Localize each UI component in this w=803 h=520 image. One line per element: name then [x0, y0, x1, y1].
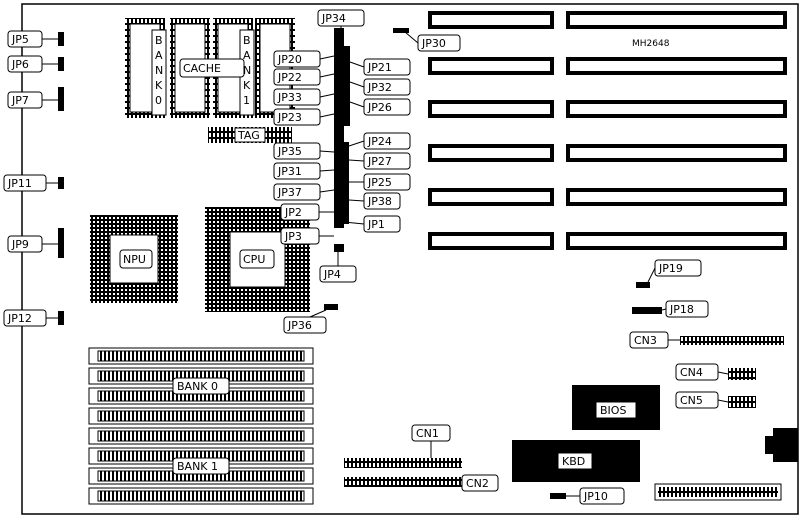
label-jp6: JP6 [11, 58, 29, 71]
label-jp37: JP37 [277, 186, 302, 199]
label-jp30: JP30 [421, 37, 446, 50]
isa-slots [428, 11, 787, 250]
label-jp25: JP25 [367, 176, 392, 189]
label-jp35: JP35 [277, 145, 302, 158]
cpu-label: CPU [243, 253, 265, 266]
leader-lines [42, 26, 729, 497]
label-cn4: CN4 [680, 366, 703, 379]
bios-label: BIOS [600, 404, 626, 417]
label-jp27: JP27 [367, 155, 392, 168]
label-cn2: CN2 [466, 477, 489, 490]
cache-bank1-letters: B A N K 1 [243, 34, 251, 107]
jumper-labels [3, 9, 719, 505]
svg-text:K: K [155, 79, 163, 92]
label-jp38: JP38 [367, 195, 392, 208]
svg-text:0: 0 [155, 94, 162, 107]
label-jp1: JP1 [367, 218, 385, 231]
simm-slots [88, 347, 314, 505]
label-jp11: JP11 [7, 177, 32, 190]
label-jp12: JP12 [7, 312, 32, 325]
label-jp32: JP32 [367, 81, 392, 94]
label-jp22: JP22 [277, 71, 302, 84]
label-jp18: JP18 [669, 303, 694, 316]
cache-bank0-box [151, 29, 167, 116]
svg-text:K: K [243, 79, 251, 92]
bank-1-label: BANK 1 [177, 460, 218, 473]
label-jp33: JP33 [277, 91, 302, 104]
label-jp7: JP7 [11, 94, 29, 107]
jumper-text: JP5 JP6 JP7 JP11 JP9 JP12 JP34 JP30 JP20… [7, 12, 703, 503]
label-jp4: JP4 [323, 268, 341, 281]
label-jp19: JP19 [658, 262, 683, 275]
connector-headers [344, 336, 798, 501]
board-model-label: MH2648 [632, 39, 670, 49]
jumper-blocks [58, 28, 662, 499]
label-jp2: JP2 [284, 206, 302, 219]
label-jp21: JP21 [367, 61, 392, 74]
tag-label: TAG [237, 129, 260, 142]
label-jp23: JP23 [277, 111, 302, 124]
svg-text:A: A [243, 49, 251, 62]
kbd-label: KBD [562, 455, 585, 468]
svg-text:B: B [155, 34, 163, 47]
label-cn5: CN5 [680, 394, 703, 407]
svg-text:A: A [155, 49, 163, 62]
label-cn3: CN3 [634, 334, 657, 347]
svg-text:1: 1 [243, 94, 250, 107]
bank-0-label: BANK 0 [177, 380, 218, 393]
label-jp3: JP3 [284, 230, 302, 243]
cache-label-box [179, 58, 245, 78]
label-jp26: JP26 [367, 101, 392, 114]
label-jp5: JP5 [11, 33, 29, 46]
svg-text:N: N [243, 64, 251, 77]
svg-text:N: N [155, 64, 163, 77]
label-jp24: JP24 [367, 135, 392, 148]
npu-label: NPU [123, 253, 146, 266]
svg-text:B: B [243, 34, 251, 47]
label-jp34: JP34 [321, 12, 346, 25]
label-jp31: JP31 [277, 165, 302, 178]
label-cn1: CN1 [416, 427, 439, 440]
cache-bank0-letters: B A N K 0 [155, 34, 163, 107]
label-jp36: JP36 [287, 319, 312, 332]
label-jp9: JP9 [11, 238, 29, 251]
cache-label: CACHE [183, 62, 221, 75]
label-jp10: JP10 [583, 490, 608, 503]
label-jp20: JP20 [277, 53, 302, 66]
